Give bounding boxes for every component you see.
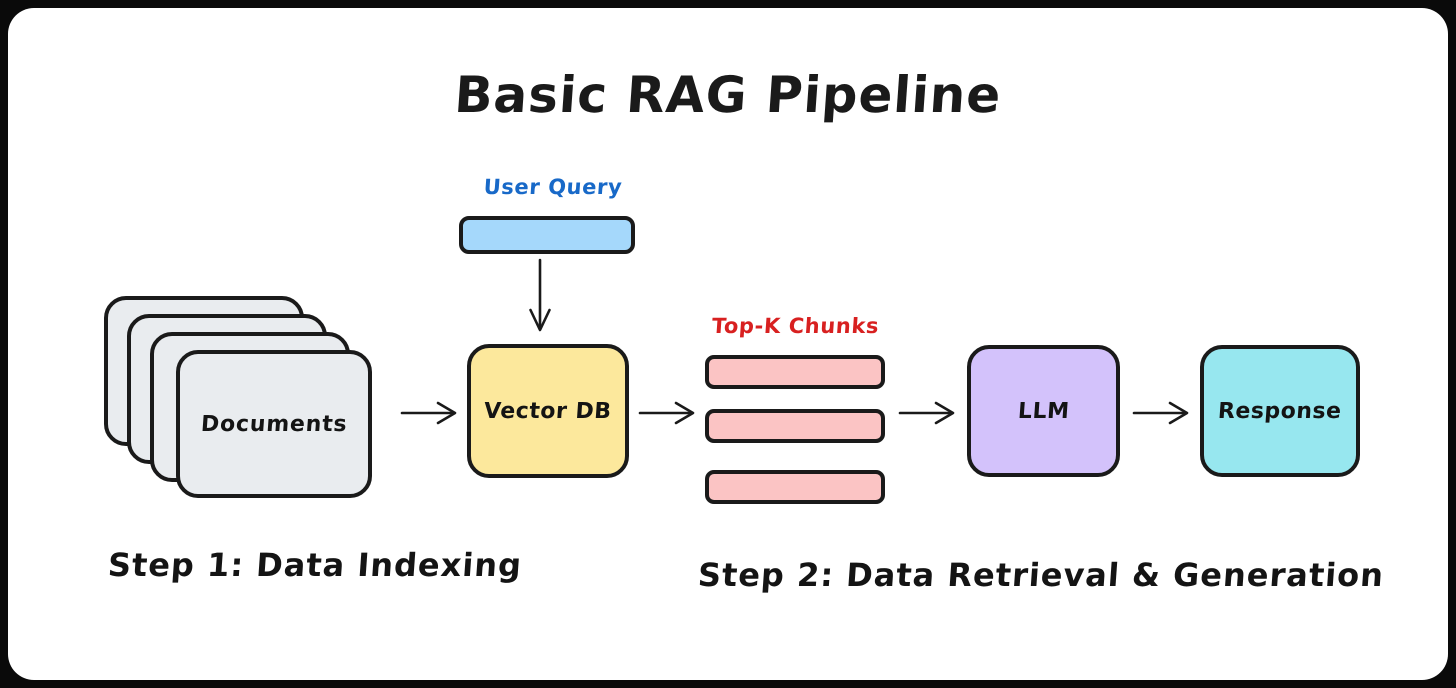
documents-label: Documents — [199, 411, 349, 437]
vector-db-node[interactable]: Vector DB — [467, 344, 629, 478]
arrow-documents-to-vector-db — [400, 401, 457, 425]
user-query-label: User Query — [482, 175, 624, 199]
documents-stack[interactable]: Documents — [104, 296, 394, 501]
top-k-chunks-label: Top-K Chunks — [711, 314, 880, 338]
arrow-chunks-to-llm — [898, 401, 955, 425]
step-2-caption: Step 2: Data Retrieval & Generation — [696, 556, 1386, 594]
user-query-bar[interactable] — [459, 216, 635, 254]
arrow-llm-to-response — [1132, 401, 1189, 425]
llm-node[interactable]: LLM — [967, 345, 1120, 477]
response-node[interactable]: Response — [1200, 345, 1360, 477]
chunk-bar[interactable] — [705, 470, 885, 504]
llm-label: LLM — [1016, 398, 1071, 424]
arrow-user-query-to-vector-db — [529, 258, 551, 332]
diagram-card: Basic RAG Pipeline User Query Documents … — [8, 8, 1448, 680]
chunk-bar[interactable] — [705, 355, 885, 389]
step-1-caption: Step 1: Data Indexing — [106, 546, 524, 584]
response-label: Response — [1217, 398, 1343, 424]
document-sheet-front: Documents — [176, 350, 372, 498]
vector-db-label: Vector DB — [483, 398, 613, 424]
arrow-vector-db-to-chunks — [638, 401, 695, 425]
chunk-bar[interactable] — [705, 409, 885, 443]
page-title: Basic RAG Pipeline — [452, 66, 1004, 124]
top-k-chunks-group[interactable] — [705, 355, 885, 505]
